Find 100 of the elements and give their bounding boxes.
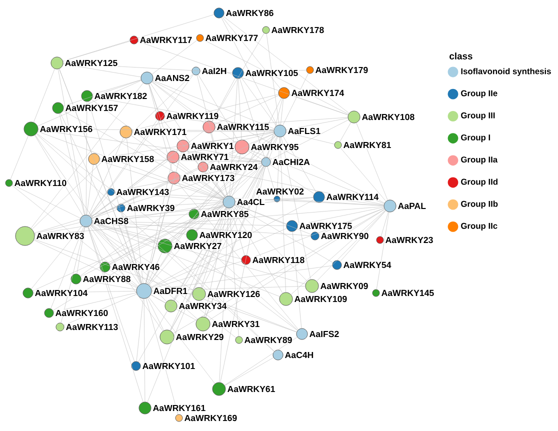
- edge-line: [99, 160, 224, 200]
- legend-label: Group IIa: [461, 156, 498, 164]
- edge-line: [212, 33, 264, 122]
- edge-line: [109, 164, 262, 264]
- network-node: [212, 382, 226, 396]
- edge-line: [90, 74, 194, 216]
- edge-line: [241, 77, 276, 126]
- edge-line: [224, 337, 298, 386]
- node-label: AaWRKY39: [126, 204, 176, 212]
- node-label: AaWRKY143: [116, 188, 170, 196]
- legend-label: Group IIe: [461, 90, 498, 98]
- node-label: AaWRKY104: [34, 289, 88, 296]
- node-label: AaWRKY173: [181, 174, 236, 182]
- edge-line: [297, 207, 384, 226]
- edge-line: [34, 206, 384, 236]
- edge-line: [90, 150, 178, 218]
- edge-line: [148, 84, 159, 112]
- network-node: [372, 289, 380, 297]
- node-label: AaWRKY177: [204, 34, 259, 42]
- edge-line: [86, 102, 88, 215]
- network-node: [234, 140, 250, 154]
- network-node: [261, 157, 271, 167]
- node-label: AaWRKY160: [54, 309, 109, 316]
- edge-line: [152, 80, 274, 129]
- node-label: AaWRKY179: [314, 66, 369, 74]
- node-label: AaWRKY23: [384, 236, 434, 244]
- network-node: [313, 191, 325, 203]
- edge-line: [148, 296, 216, 384]
- network-node: [188, 208, 200, 220]
- edge-line: [36, 134, 274, 352]
- node-label: AaWRKY114: [326, 194, 380, 200]
- network-node: [176, 140, 190, 152]
- network-node: [235, 336, 243, 344]
- network-node: [186, 229, 198, 241]
- network-node: [5, 179, 13, 187]
- node-label: AaWRKY89: [244, 336, 293, 344]
- network-node: [80, 214, 92, 228]
- node-label: AaWRKY95: [250, 143, 300, 150]
- node-label: AaWRKY27: [173, 242, 222, 250]
- node-label: AaWRKY118: [252, 256, 306, 264]
- network-node: [222, 196, 236, 208]
- edge-line: [151, 261, 242, 289]
- edge-line: [30, 82, 144, 228]
- node-label: AaWRKY109: [294, 295, 348, 302]
- edge-line: [148, 218, 192, 285]
- edge-line: [59, 113, 85, 216]
- network-node: [138, 402, 152, 414]
- node-label: AaDFR1: [152, 288, 188, 294]
- node-label: AaWRKY1: [190, 142, 234, 150]
- edge-line: [224, 357, 274, 386]
- edge-line: [60, 113, 141, 284]
- edge-line: [248, 150, 262, 160]
- edge-line: [131, 135, 224, 199]
- edge-line: [12, 184, 81, 218]
- network-node: [286, 220, 298, 232]
- legend-title: class: [450, 52, 472, 60]
- edge-line: [58, 68, 86, 216]
- edge-line: [286, 132, 335, 144]
- edge-line: [31, 226, 82, 290]
- edge-line: [10, 136, 28, 180]
- edge-line: [356, 122, 388, 200]
- network-node: [202, 120, 216, 134]
- edge-line: [38, 131, 224, 200]
- legend-label: Group IId: [461, 178, 498, 186]
- node-label: AaWRKY61: [226, 385, 276, 392]
- edge-line: [80, 204, 224, 277]
- edge-line: [86, 164, 94, 215]
- node-label: AaWRKY175: [298, 222, 353, 230]
- edge-line: [202, 166, 264, 288]
- node-label: AaWRKY119: [166, 112, 220, 120]
- network-node: [334, 141, 342, 149]
- network-node: [70, 274, 82, 284]
- node-label: AaWRKY120: [198, 231, 253, 238]
- edge-line: [90, 160, 168, 218]
- network-node: [15, 226, 35, 246]
- network-node: [164, 300, 178, 312]
- edge-line: [89, 226, 164, 332]
- edge-line: [266, 34, 280, 125]
- edge-line: [34, 68, 55, 122]
- network-node: [44, 308, 54, 318]
- edge-line: [148, 84, 173, 172]
- network-node: [107, 188, 115, 196]
- node-label: AaWRKY31: [211, 320, 260, 328]
- edge-line: [146, 298, 178, 415]
- edge-line: [248, 133, 274, 144]
- edge-line: [270, 164, 314, 194]
- edge-line: [280, 199, 384, 206]
- node-label: AaWRKY85: [200, 210, 250, 218]
- node-label: AaWRKY125: [64, 59, 118, 66]
- node-label: AaWRKY117: [139, 36, 193, 44]
- network-node: [158, 238, 172, 254]
- edge-line: [196, 238, 298, 330]
- node-label: AaWRKY46: [111, 263, 160, 270]
- node-label: AaFLS1: [287, 127, 321, 135]
- node-label: AaWRKY126: [206, 290, 261, 298]
- network-node: [155, 111, 165, 121]
- edge-line: [196, 165, 263, 232]
- node-label: AaWRKY182: [94, 92, 148, 100]
- node-label: AaWRKY02: [256, 188, 304, 195]
- edge-line: [152, 82, 236, 143]
